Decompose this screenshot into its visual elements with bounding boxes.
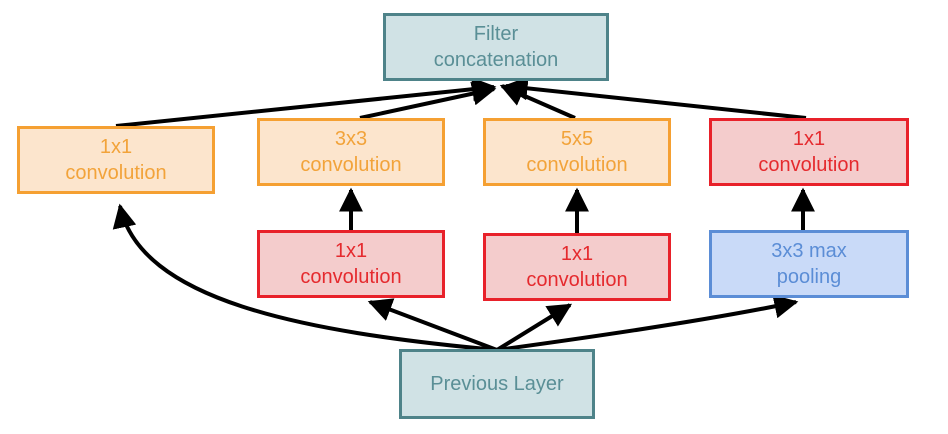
conv1x1-reduce-5x5-node: 1x1 convolution bbox=[483, 233, 671, 301]
conv1x1-reduce-3x3-node: 1x1 convolution bbox=[257, 230, 445, 298]
filter-concatenation-node: Filter concatenation bbox=[383, 13, 609, 81]
conv1x1-pool-proj-node: 1x1 convolution bbox=[709, 118, 909, 186]
node-label: Previous Layer bbox=[430, 373, 564, 395]
node-label-line1: 3x3 max bbox=[771, 240, 847, 262]
node-label-line1: 1x1 bbox=[99, 136, 133, 158]
node-label-line2: convolution bbox=[758, 154, 860, 176]
conv3x3-node: 3x3 convolution bbox=[257, 118, 445, 186]
node-label-line2: concatenation bbox=[433, 49, 559, 71]
edge-conv1x1-direct-to-concat bbox=[115, 77, 497, 128]
maxpool3x3-node: 3x3 max pooling bbox=[709, 230, 909, 298]
node-label-line2: convolution bbox=[526, 154, 628, 176]
node-label-line1: 1x1 bbox=[560, 243, 594, 265]
edge-conv3x3-to-concat bbox=[359, 81, 497, 120]
node-label-line2: convolution bbox=[526, 269, 628, 291]
node-label-line2: convolution bbox=[300, 154, 402, 176]
node-label-line1: 1x1 bbox=[792, 128, 826, 150]
conv5x5-node: 5x5 convolution bbox=[483, 118, 671, 186]
previous-layer-node: Previous Layer bbox=[399, 349, 595, 419]
edge-conv1x1-proj-to-concat bbox=[503, 76, 807, 120]
node-label-line2: pooling bbox=[776, 266, 842, 288]
node-label-line2: convolution bbox=[65, 162, 167, 184]
edge-prev-to-conv1x1-reduce-5x5 bbox=[495, 303, 573, 352]
node-label-line1: Filter bbox=[473, 23, 519, 45]
node-label-line2: convolution bbox=[300, 266, 402, 288]
edge-prev-to-conv1x1-reduce-3x3 bbox=[367, 298, 498, 352]
node-label-line1: 3x3 bbox=[334, 128, 368, 150]
node-label-line1: 5x5 bbox=[560, 128, 594, 150]
edge-prev-to-maxpool bbox=[496, 294, 799, 352]
edge-prev-to-conv1x1-direct bbox=[112, 203, 498, 352]
conv1x1-direct-node: 1x1 convolution bbox=[17, 126, 215, 194]
node-label-line1: 1x1 bbox=[334, 240, 368, 262]
